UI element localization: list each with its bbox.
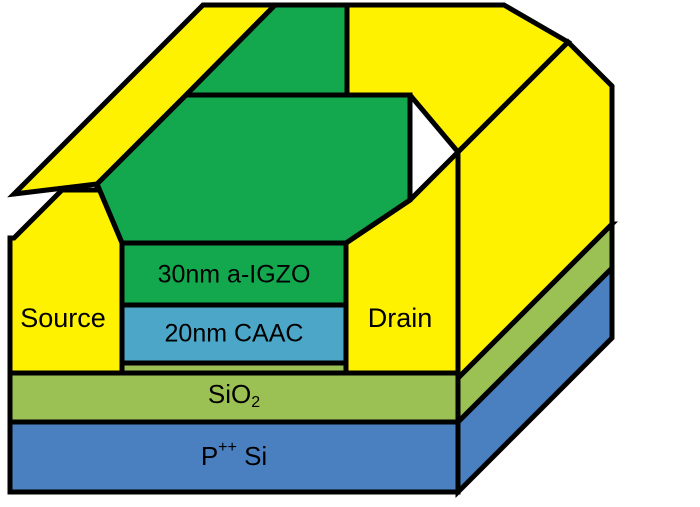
drain-label: Drain (368, 303, 433, 333)
caac-label: 20nm CAAC (165, 320, 304, 348)
gate-oxide-label-subscript: 2 (251, 394, 260, 411)
substrate-label-main: P (201, 441, 218, 471)
gate-oxide-label-main: SiO (208, 379, 251, 409)
caac-front-face (119, 302, 349, 366)
source-electrode-front-face (7, 183, 125, 376)
source-label: Source (20, 303, 106, 333)
substrate-label-superscript: ++ (218, 439, 237, 456)
substrate-label: P++ Si (201, 439, 267, 471)
source-electrode-top-face (7, 2, 281, 198)
igzo-label: 30nm a-IGZO (158, 261, 311, 289)
substrate-label-tail: Si (237, 441, 267, 471)
gate-oxide-label: SiO2 (208, 379, 260, 411)
substrate-front-face (7, 419, 461, 495)
gate-oxide-front-face (7, 370, 461, 425)
